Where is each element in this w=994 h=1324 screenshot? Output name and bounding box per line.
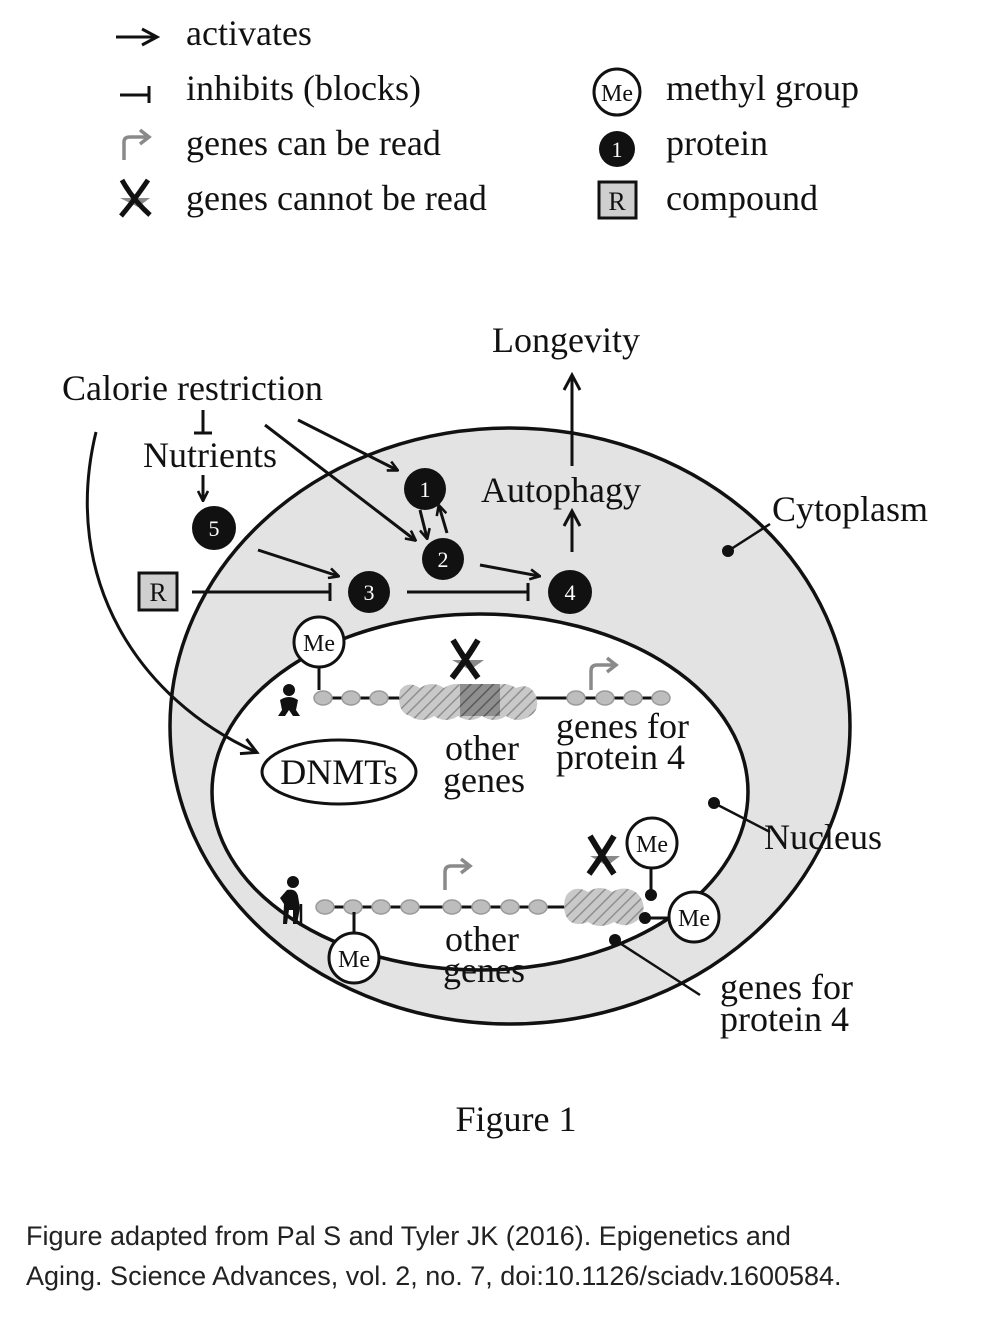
cr-to-p1-arrow: [297, 418, 397, 470]
p1-to-p2-arrow: [418, 509, 427, 538]
methyl-group-bottom-right-2: Me: [667, 890, 721, 944]
svg-text:R: R: [608, 187, 626, 216]
methyl-group-top: Me: [292, 615, 346, 669]
condensed-chromatin-bottom: [564, 888, 644, 926]
young-chromosome: [313, 684, 671, 720]
cr-to-p2-arrow: [264, 423, 415, 540]
nucleosome-bead: [315, 899, 335, 915]
svg-text:Me: Me: [636, 832, 668, 858]
svg-text:Me: Me: [601, 81, 633, 107]
nucleosome-bead: [442, 899, 462, 915]
protein-2: 2: [422, 538, 464, 580]
citation-line-2: Aging. Science Advances, vol. 2, no. 7, …: [26, 1261, 842, 1291]
genes-p4-bottom-label: genes for: [720, 967, 853, 1007]
nucleosome-bead: [400, 899, 420, 915]
other-genes-bottom-label-2: genes: [443, 950, 525, 990]
genes-p4-top-label: genes for: [556, 706, 689, 746]
legend-protein: 1 protein: [599, 123, 768, 167]
nucleosome-bead: [528, 899, 548, 915]
legend-inhibits-label: inhibits (blocks): [186, 68, 421, 108]
svg-text:1: 1: [612, 137, 623, 162]
svg-text:DNMTs: DNMTs: [280, 752, 398, 792]
legend-genes-not-read: genes cannot be read: [119, 178, 487, 218]
svg-text:R: R: [149, 578, 167, 607]
nucleosome-bead: [343, 899, 363, 915]
methyl-group-bottom-right-1: Me: [625, 816, 679, 870]
legend: activates inhibits (blocks) genes can be…: [116, 13, 859, 220]
protein-1: 1: [404, 468, 446, 510]
gene-blocked-bottom-icon: [586, 834, 620, 876]
genes-p4-bottom-leader: [614, 938, 701, 997]
nucleosome-bead: [371, 899, 391, 915]
cr-to-dnmts-arrow: [85, 431, 256, 752]
svg-text:4: 4: [565, 580, 576, 605]
legend-compound-label: compound: [666, 178, 818, 218]
nutrients-label: Nutrients: [143, 435, 277, 475]
svg-text:3: 3: [364, 580, 375, 605]
nucleosome-bead: [500, 899, 520, 915]
legend-genes-read: genes can be read: [122, 123, 441, 163]
cytoplasm-leader: [727, 522, 771, 553]
svg-text:2: 2: [438, 547, 449, 572]
nucleus-leader: [713, 801, 771, 834]
nucleosome-bead: [566, 690, 586, 706]
svg-text:5: 5: [209, 516, 220, 541]
p5-to-p3-arrow: [257, 548, 338, 576]
genes-p4-top-label-2: protein 4: [556, 737, 685, 777]
nucleosome-bead: [623, 690, 643, 706]
aged-chromosome: [315, 888, 644, 926]
gene-readable-arrow-icon: [122, 135, 146, 160]
p2-to-p4-arrow: [479, 563, 539, 576]
svg-text:Me: Me: [303, 631, 335, 657]
other-genes-top-label: other: [445, 728, 519, 768]
legend-compound: R compound: [597, 178, 818, 220]
old-person-icon: [280, 876, 303, 926]
compound-r: R: [137, 571, 179, 612]
p2-to-p1-arrow: [439, 506, 449, 534]
svg-text:1: 1: [420, 477, 431, 502]
gene-readable-bottom-icon: [443, 864, 467, 890]
nucleus-label: Nucleus: [764, 817, 882, 857]
genes-p4-bottom-label-2: protein 4: [720, 999, 849, 1039]
methyl-group-bottom-left: Me: [327, 931, 381, 985]
compound-icon: [597, 180, 638, 220]
other-genes-bottom-label: other: [445, 919, 519, 959]
longevity-label: Longevity: [492, 320, 640, 360]
nucleosome-bead: [651, 690, 671, 706]
autophagy-label: Autophagy: [481, 470, 641, 510]
cytoplasm-label: Cytoplasm: [772, 489, 928, 529]
nucleosome-bead: [595, 690, 615, 706]
gene-blocked-top-icon: [449, 638, 484, 680]
young-person-icon: [278, 684, 300, 716]
legend-methyl: Me methyl group: [592, 67, 859, 117]
citation-line-1: Figure adapted from Pal S and Tyler JK (…: [26, 1221, 791, 1251]
legend-protein-label: protein: [666, 123, 768, 163]
protein-3: 3: [348, 571, 390, 613]
calorie-restriction-label: Calorie restriction: [62, 368, 323, 408]
protein-5: 5: [192, 506, 236, 550]
protein-4: 4: [548, 570, 592, 614]
svg-text:Me: Me: [338, 947, 370, 973]
figure-title: Figure 1: [456, 1099, 577, 1139]
legend-genes-read-label: genes can be read: [186, 123, 441, 163]
legend-methyl-label: methyl group: [666, 68, 859, 108]
nucleosome-bead: [341, 690, 361, 706]
nucleosome-bead: [313, 690, 333, 706]
methyl-group-icon: [592, 67, 642, 117]
gene-readable-top-icon: [589, 663, 613, 690]
legend-genes-not-read-label: genes cannot be read: [186, 178, 487, 218]
dnmts: DNMTs: [260, 738, 418, 806]
other-genes-top-label-2: genes: [443, 760, 525, 800]
svg-text:Me: Me: [678, 906, 710, 932]
legend-activates: activates: [116, 13, 312, 53]
protein-icon: [599, 131, 635, 167]
legend-inhibits: inhibits (blocks): [120, 68, 421, 108]
nucleosome-bead: [369, 690, 389, 706]
nucleosome-bead: [471, 899, 491, 915]
legend-activates-label: activates: [186, 13, 312, 53]
